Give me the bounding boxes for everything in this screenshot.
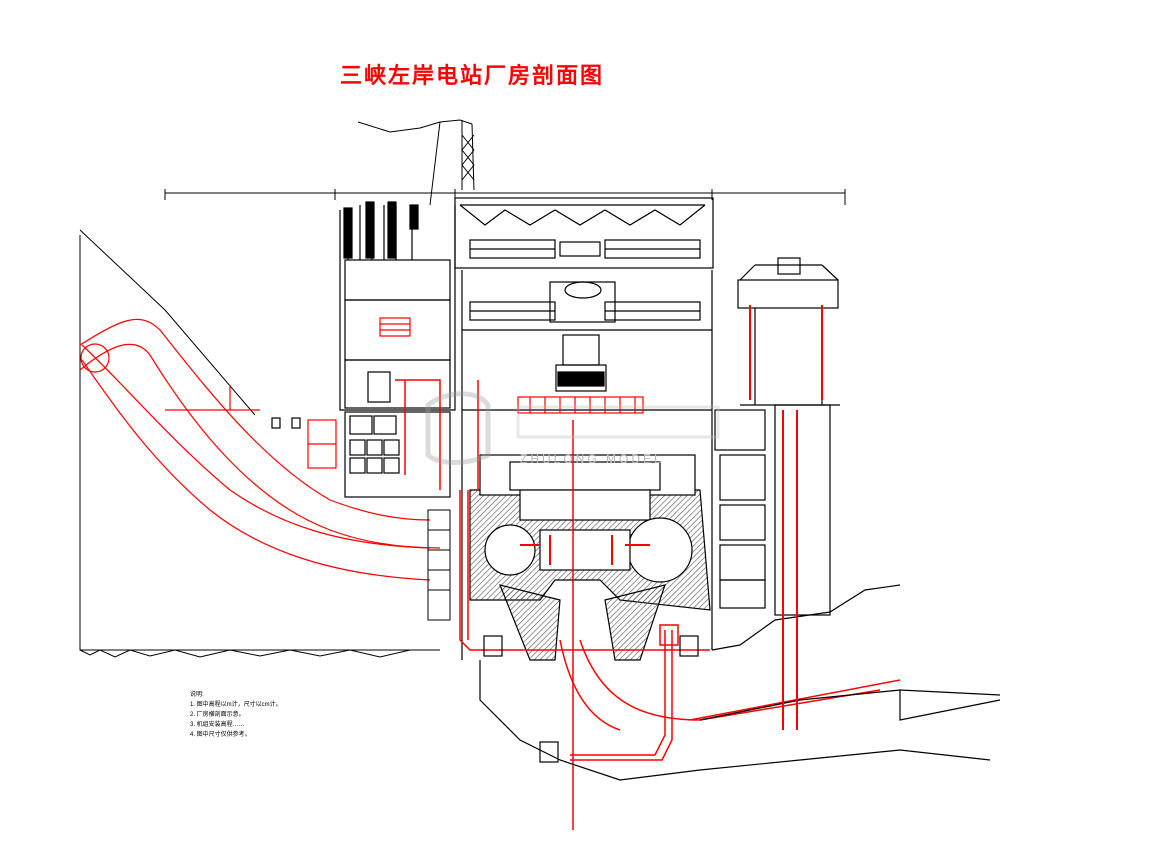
intake-gate-column — [427, 509, 451, 621]
drawing-title: 三峡左岸电站厂房剖面图 — [340, 64, 605, 89]
generator-floor — [517, 396, 644, 414]
gantry-tower — [357, 119, 475, 206]
dam-upstream-slope — [79, 229, 440, 658]
notes-line-2: 2. 厂房横剖面示意。 — [190, 712, 245, 718]
gate-shaft-red — [749, 305, 823, 730]
turbine-spiral-case — [469, 454, 711, 661]
transformer-building — [271, 201, 456, 498]
notes-line-1: 1. 图中高程以m计，尺寸以cm计。 — [190, 702, 282, 708]
draft-tube-pipes — [395, 379, 901, 830]
bottom-gallery — [483, 635, 699, 763]
turbine-red-lines — [520, 535, 650, 565]
penstock-lines — [79, 318, 441, 581]
powerhouse-main-hall — [454, 197, 714, 660]
watermark-text: ZHULONG MODEL — [520, 452, 664, 466]
top-dimension-line — [164, 189, 846, 205]
notes-line-3: 3. 机组安装高程…… — [190, 722, 245, 728]
watermark-logo-icon — [425, 391, 720, 465]
notes-heading: 说明: — [190, 692, 204, 698]
notes-line-4: 4. 图中尺寸仅供参考。 — [190, 732, 251, 738]
drawing-notes: 说明: 1. 图中高程以m计，尺寸以cm计。 2. 厂房横剖面示意。 3. 机组… — [190, 690, 282, 740]
